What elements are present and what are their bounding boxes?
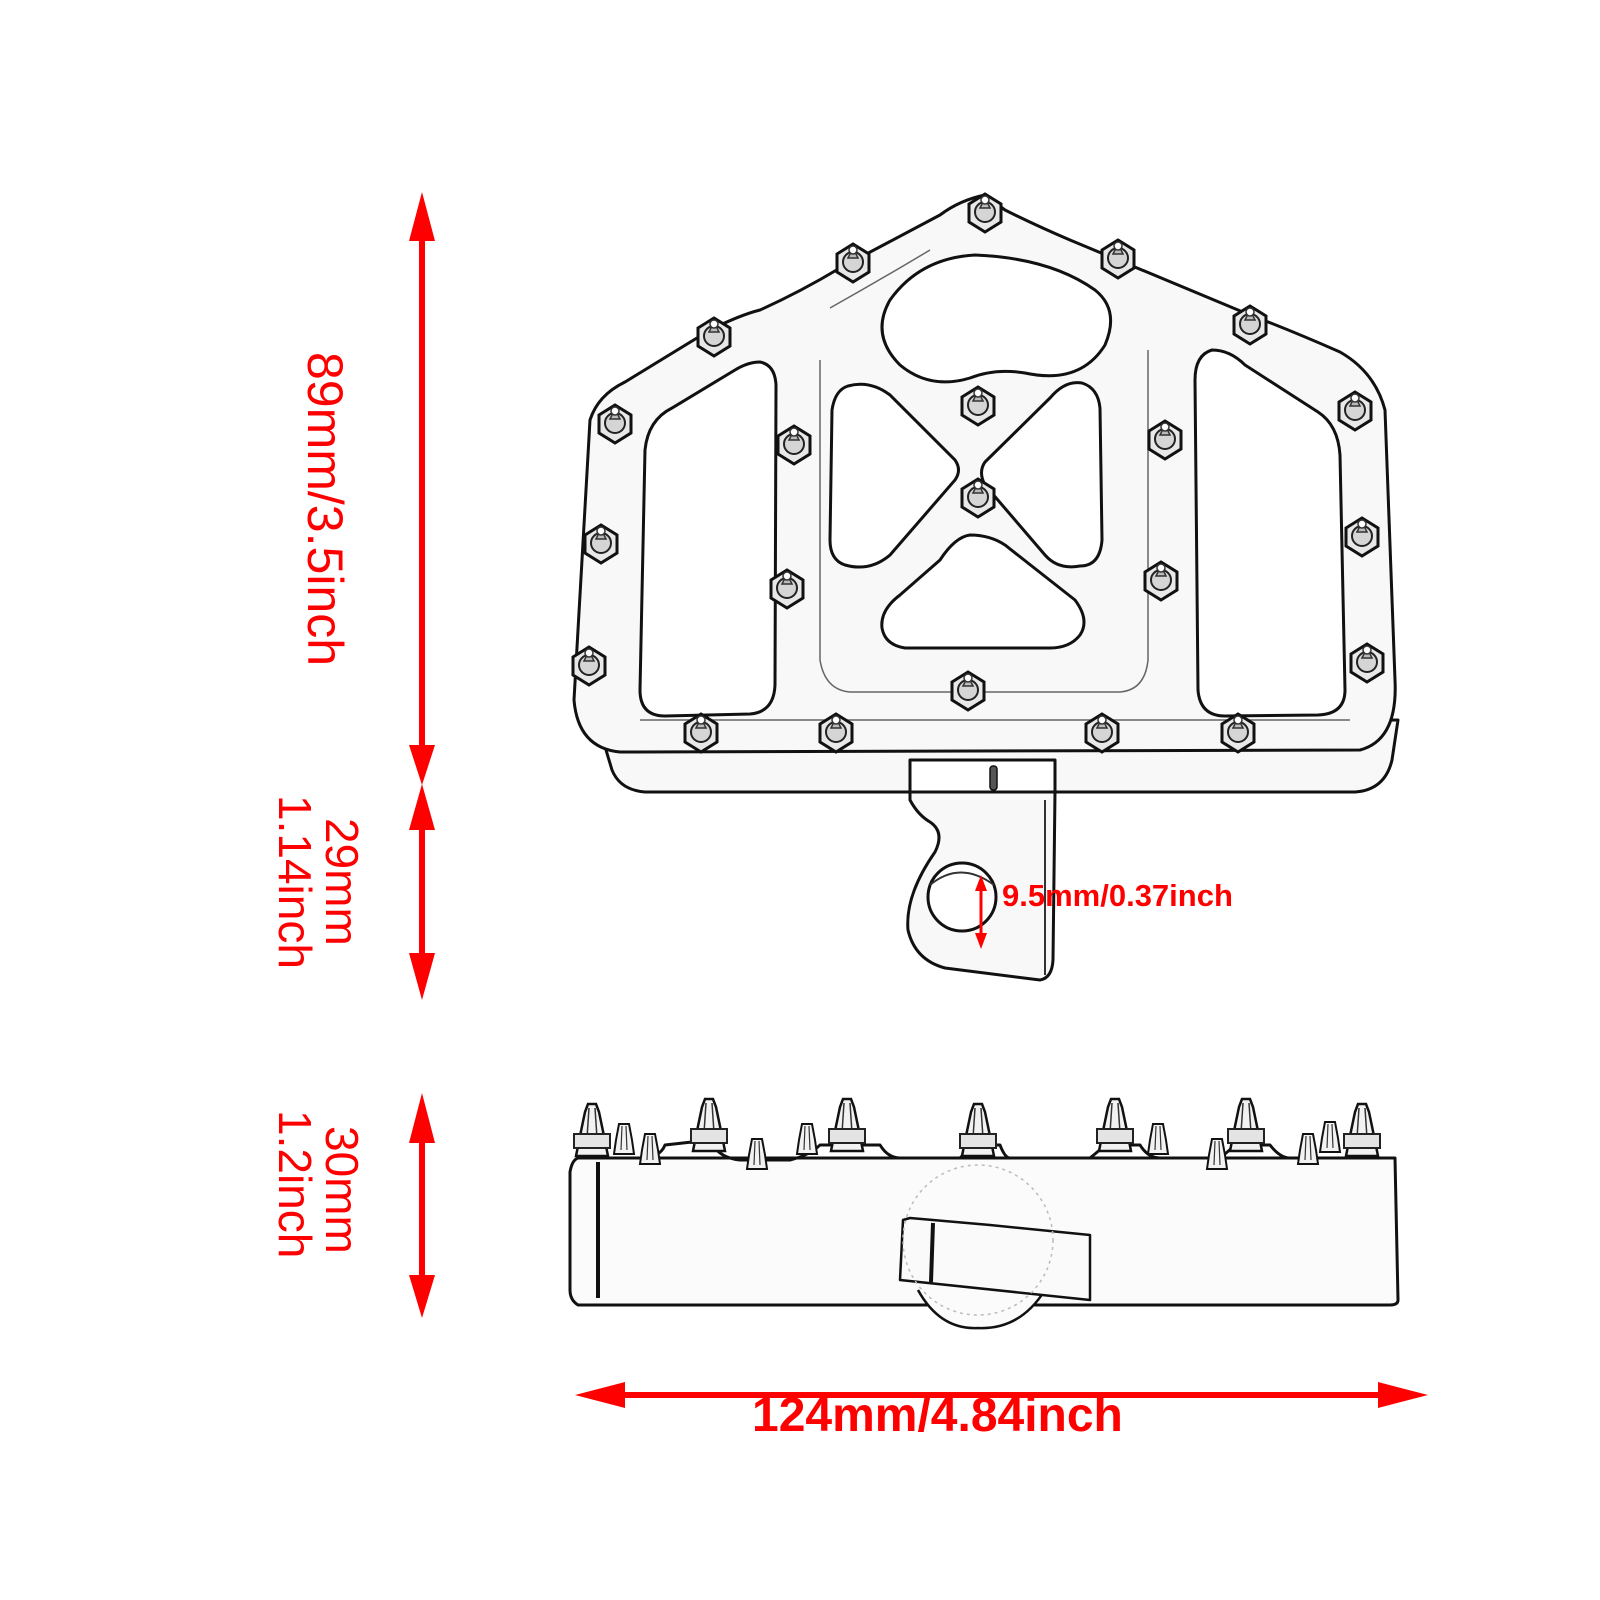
pad-length-label: 89mm/3.5inch: [297, 352, 353, 667]
height-mm-label: 30mm: [316, 1126, 368, 1254]
top-view-cutouts: [638, 253, 1347, 718]
arrow-tab-length: [409, 784, 435, 1000]
arrow-height: [409, 1093, 435, 1318]
arrow-width: [575, 1382, 1428, 1408]
tab-length-mm-label: 29mm: [316, 818, 368, 946]
arrow-pad-length: [409, 192, 435, 785]
arrow-hole-diameter: [975, 875, 987, 949]
side-view: [568, 1138, 1400, 1330]
height-inch-label: 1.2inch: [269, 1110, 321, 1259]
hole-diameter-label: 9.5mm/0.37inch: [1002, 878, 1233, 913]
tab-length-inch-label: 1.14inch: [269, 795, 321, 969]
width-label: 124mm/4.84inch: [752, 1389, 1123, 1442]
